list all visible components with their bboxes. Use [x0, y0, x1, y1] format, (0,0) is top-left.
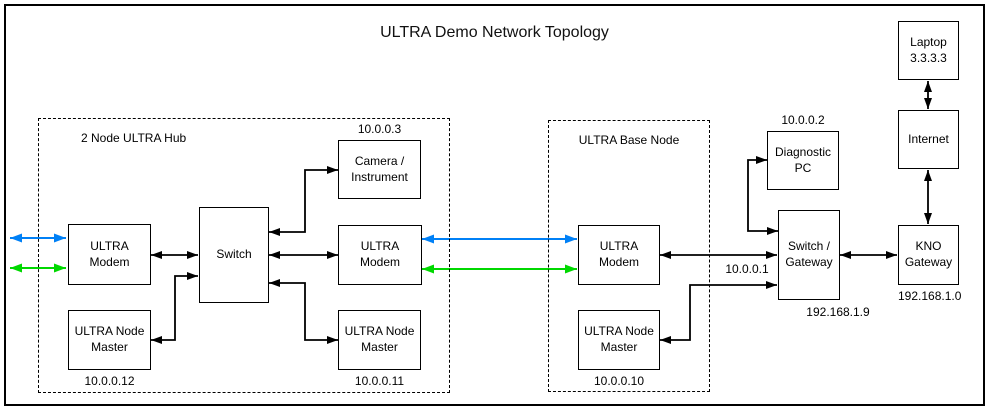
group-label-hub: 2 Node ULTRA Hub: [81, 131, 187, 145]
node-label: KNO Gateway: [904, 239, 953, 269]
diagram-border: [4, 4, 985, 406]
ip-label-kno-gateway: 192.168.1.0: [898, 289, 962, 303]
node-label: Laptop 3.3.3.3: [910, 34, 947, 65]
node-camera-instrument: Camera / Instrument: [338, 140, 421, 199]
group-2-node-ultra-hub: 2 Node ULTRA Hub: [38, 118, 450, 393]
node-label: ULTRA Node Master: [344, 324, 415, 354]
node-laptop: Laptop 3.3.3.3: [898, 21, 959, 80]
node-ultra-node-master-base: ULTRA Node Master: [578, 310, 660, 370]
ip-label-node-master-right: 10.0.0.11: [354, 374, 405, 388]
node-switch-gateway: Switch / Gateway: [778, 210, 840, 300]
node-label: ULTRA Node Master: [74, 324, 145, 354]
node-label: Camera / Instrument: [351, 153, 408, 184]
node-ultra-node-master-left: ULTRA Node Master: [68, 310, 151, 370]
node-label: ULTRA Node Master: [584, 324, 654, 354]
node-ultra-node-master-right: ULTRA Node Master: [338, 310, 421, 370]
node-label: Diagnostic PC: [774, 144, 832, 175]
node-label: Internet: [908, 131, 949, 146]
node-internet: Internet: [898, 110, 959, 169]
node-switch: Switch: [199, 207, 269, 303]
group-ultra-base-node: ULTRA Base Node: [548, 120, 710, 392]
node-ultra-modem-hub-right: ULTRA Modem: [338, 225, 422, 285]
node-diagnostic-pc: Diagnostic PC: [767, 131, 839, 190]
diagram-title: ULTRA Demo Network Topology: [380, 24, 609, 41]
node-label: Switch: [216, 247, 252, 262]
link-label-base-modem: 10.0.0.1: [725, 262, 769, 276]
group-label-base: ULTRA Base Node: [578, 133, 680, 147]
node-label: ULTRA Modem: [359, 239, 400, 269]
node-label: ULTRA Modem: [598, 239, 639, 269]
node-label: Switch / Gateway: [785, 239, 833, 269]
node-ultra-modem-base: ULTRA Modem: [578, 225, 660, 285]
ip-label-camera: 10.0.0.3: [357, 122, 402, 136]
node-label: ULTRA Modem: [89, 238, 130, 269]
ip-label-switch-gateway: 192.168.1.9: [806, 305, 870, 319]
node-ultra-modem-hub-left: ULTRA Modem: [68, 224, 151, 285]
ip-label-diagnostic-pc: 10.0.0.2: [781, 113, 825, 127]
ip-label-node-master-base: 10.0.0.10: [593, 374, 645, 388]
node-kno-gateway: KNO Gateway: [898, 225, 959, 285]
ip-label-node-master-left: 10.0.0.12: [84, 374, 135, 388]
